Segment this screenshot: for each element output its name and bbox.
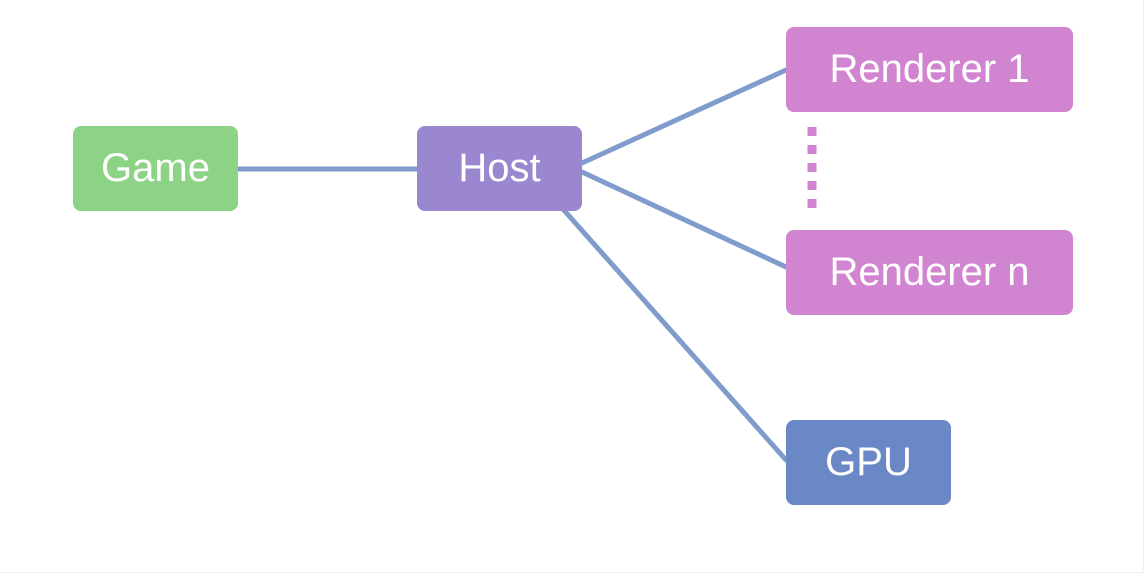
host-node: Host (417, 126, 582, 211)
gpu-node: GPU (786, 420, 951, 505)
renderer-1-label: Renderer 1 (829, 47, 1030, 91)
edge-host-renderer-1 (579, 67, 789, 166)
game-node: Game (73, 126, 238, 211)
edge-host-gpu (559, 205, 789, 463)
edge-host-renderer-n (579, 169, 789, 270)
game-label: Game (101, 146, 210, 190)
renderer-n-node: Renderer n (786, 230, 1073, 315)
gpu-label: GPU (825, 440, 912, 484)
renderer-1-node: Renderer 1 (786, 27, 1073, 112)
host-label: Host (458, 146, 541, 190)
renderer-n-label: Renderer n (829, 250, 1030, 294)
